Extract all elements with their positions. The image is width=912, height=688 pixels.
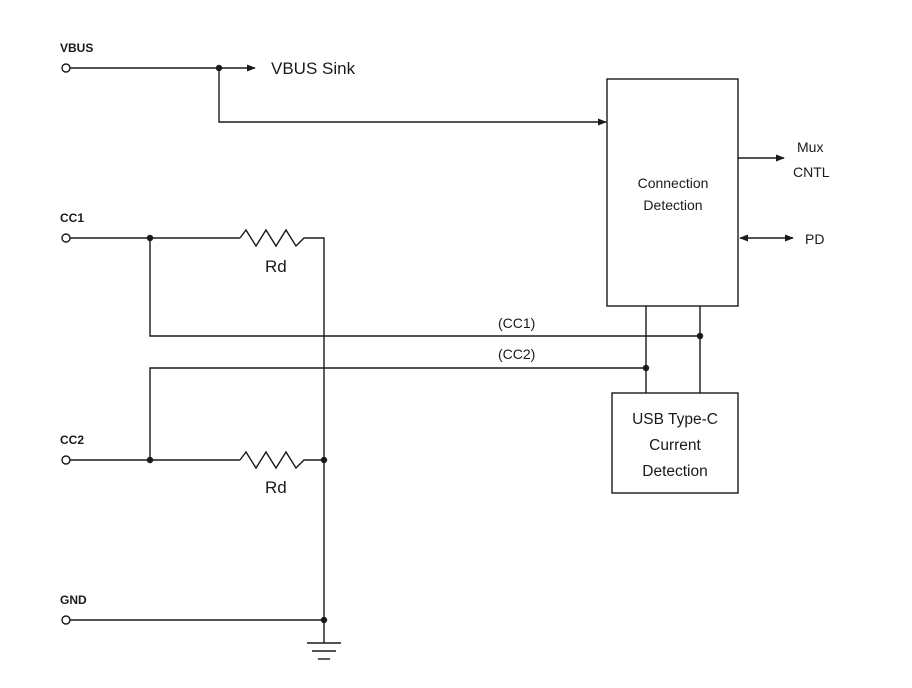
usb-typec-label-line2: Current bbox=[649, 437, 701, 454]
gnd-pin-label: GND bbox=[60, 593, 87, 607]
usb-typec-detection-block: USB Type-C Current Detection bbox=[611, 392, 739, 494]
gnd-wire bbox=[70, 619, 325, 643]
cc1-bus-wire bbox=[149, 238, 700, 337]
cc1-bus-label: (CC1) bbox=[498, 315, 535, 331]
connection-detection-box bbox=[606, 78, 739, 307]
mux-label-line2: CNTL bbox=[793, 164, 830, 180]
cc1-net: CC1 Rd (CC1) bbox=[60, 211, 700, 620]
usb-typec-label-line3: Detection bbox=[642, 463, 707, 480]
gnd-net: GND bbox=[60, 593, 341, 660]
connection-detection-block: Connection Detection bbox=[606, 78, 739, 307]
rd-bottom-resistor bbox=[239, 450, 324, 470]
rd-top-resistor bbox=[239, 228, 325, 620]
connection-detection-label-line1: Connection bbox=[638, 175, 709, 191]
mux-cntl-output: Mux CNTL bbox=[738, 139, 830, 180]
cc2-pin-label: CC2 bbox=[60, 433, 84, 447]
cc2-bus-wire bbox=[149, 367, 646, 460]
cc1-pin-label: CC1 bbox=[60, 211, 84, 225]
rd-bottom-label: Rd bbox=[265, 478, 287, 497]
usb-typec-detection-box bbox=[611, 392, 739, 494]
connection-detection-label-line2: Detection bbox=[643, 197, 702, 213]
usb-typec-label-line1: USB Type-C bbox=[632, 411, 718, 428]
cc2-link-junction bbox=[642, 364, 650, 372]
detection-links bbox=[642, 306, 704, 393]
vbus-pin-label: VBUS bbox=[60, 41, 93, 55]
vbus-net: VBUS VBUS Sink bbox=[60, 41, 607, 126]
cc1-link-junction bbox=[696, 332, 704, 340]
gnd-terminal bbox=[61, 615, 71, 625]
cc2-bus-label: (CC2) bbox=[498, 346, 535, 362]
vbus-sink-label: VBUS Sink bbox=[271, 59, 356, 78]
cc2-terminal bbox=[61, 455, 71, 465]
pd-port: PD bbox=[739, 231, 824, 247]
vbus-terminal bbox=[61, 63, 71, 73]
pd-label: PD bbox=[805, 231, 824, 247]
gnd-junction bbox=[320, 616, 328, 624]
rd-top-label: Rd bbox=[265, 257, 287, 276]
cc1-terminal bbox=[61, 233, 71, 243]
rd-gnd-junction bbox=[320, 456, 328, 464]
mux-label-line1: Mux bbox=[797, 139, 823, 155]
cc2-net: CC2 Rd (CC2) bbox=[60, 346, 646, 497]
vbus-to-connection-wire bbox=[218, 68, 607, 126]
ground-symbol-icon bbox=[307, 642, 341, 660]
